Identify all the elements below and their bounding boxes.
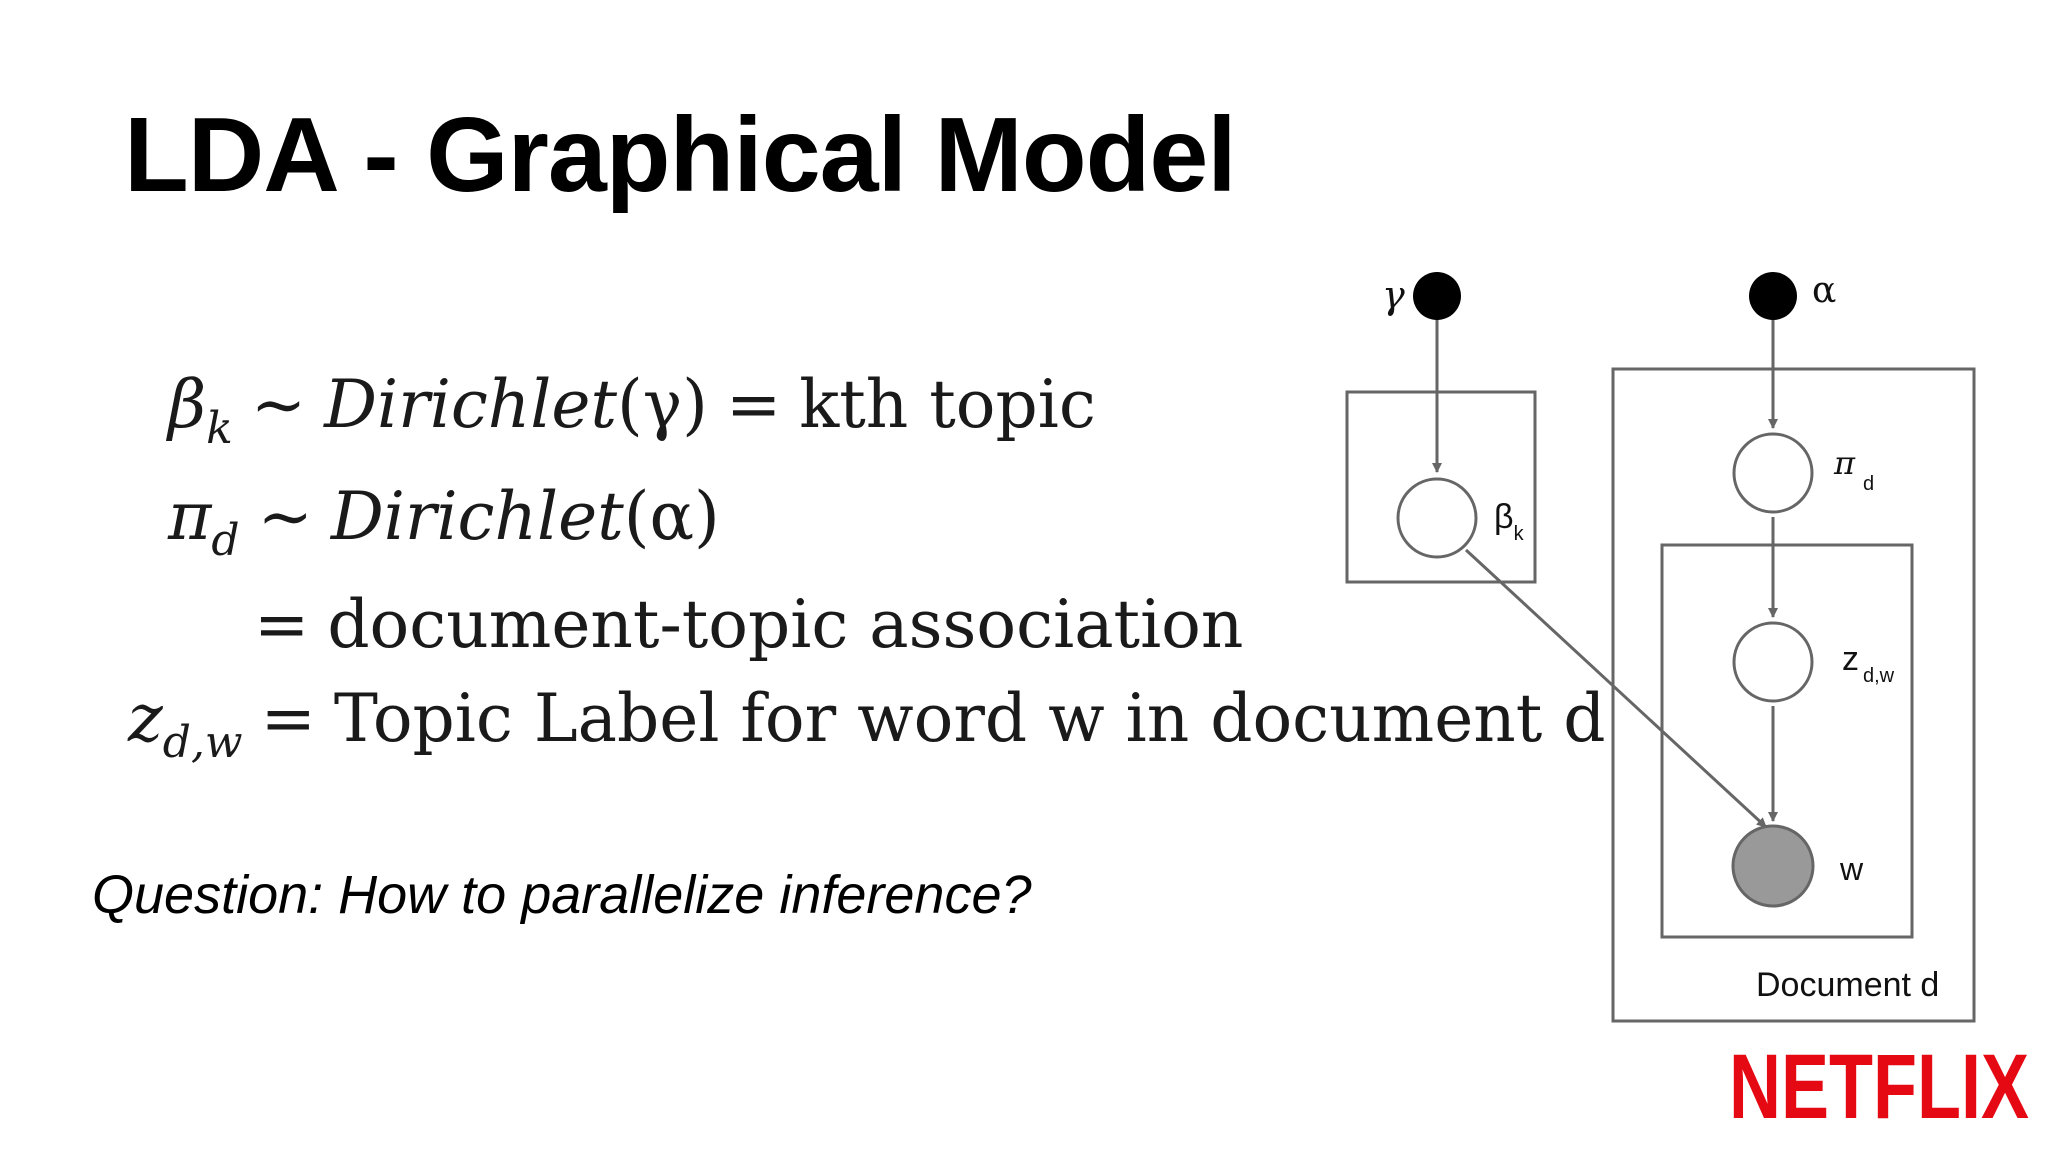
pi-symbol: π (168, 478, 212, 555)
beta-description: kth topic (799, 366, 1096, 443)
document-plate (1611, 367, 1976, 1023)
beta-label-sub: k (1514, 523, 1525, 545)
alpha-node (1749, 272, 1797, 320)
equation-beta: βk∼Dirichlet(γ)=kth topic (168, 372, 1096, 451)
equation-z: zd,w=Topic Label for word w in document … (128, 686, 1606, 765)
equation-pi: πd∼Dirichlet(α) (168, 484, 720, 563)
netflix-logo-text: NETFLIX (1729, 1038, 2029, 1128)
word-plate (1660, 543, 1914, 939)
gamma-label: γ (1382, 273, 1405, 317)
z-node (1732, 621, 1814, 703)
sim-operator: ∼ (250, 366, 307, 443)
pi-description: document-topic association (327, 586, 1244, 663)
pi-label-main: π (1833, 444, 1856, 482)
gamma-param: (γ) (616, 366, 708, 443)
edge-beta-w (1464, 548, 1768, 829)
w-node (1731, 824, 1815, 908)
alpha-label: α (1812, 270, 1836, 311)
beta-label: βk (1494, 498, 1525, 545)
dirichlet-text: Dirichlet (330, 478, 624, 555)
w-label: w (1839, 851, 1864, 887)
z-description: Topic Label for word w in document d (333, 680, 1606, 757)
beta-node (1396, 477, 1478, 559)
alpha-param: (α) (623, 478, 720, 555)
pi-label: πd (1833, 444, 1874, 495)
z-label-sub: d,w (1863, 665, 1895, 687)
beta-label-main: β (1494, 498, 1514, 536)
z-symbol: z (128, 680, 163, 757)
beta-subscript: k (206, 403, 233, 454)
pi-node (1732, 432, 1814, 514)
dirichlet-text: Dirichlet (324, 366, 617, 443)
gamma-node (1413, 272, 1461, 320)
beta-symbol: β (168, 366, 207, 443)
pi-subscript: d (211, 515, 240, 566)
pi-label-sub: d (1863, 473, 1874, 495)
topic-plate (1345, 390, 1537, 584)
equals-operator: = (260, 680, 316, 757)
document-plate-label: Document d (1756, 966, 1939, 1004)
equation-pi-description: =document-topic association (254, 592, 1243, 658)
question-text: Question: How to parallelize inference? (92, 865, 1032, 925)
sim-operator: ∼ (257, 478, 313, 555)
equals-operator: = (254, 586, 310, 663)
equals-operator: = (725, 366, 782, 443)
z-label-main: z (1842, 640, 1859, 678)
netflix-logo: NETFLIX (1729, 1038, 2029, 1128)
slide-title: LDA - Graphical Model (124, 96, 1237, 214)
z-subscript: d,w (162, 717, 243, 768)
